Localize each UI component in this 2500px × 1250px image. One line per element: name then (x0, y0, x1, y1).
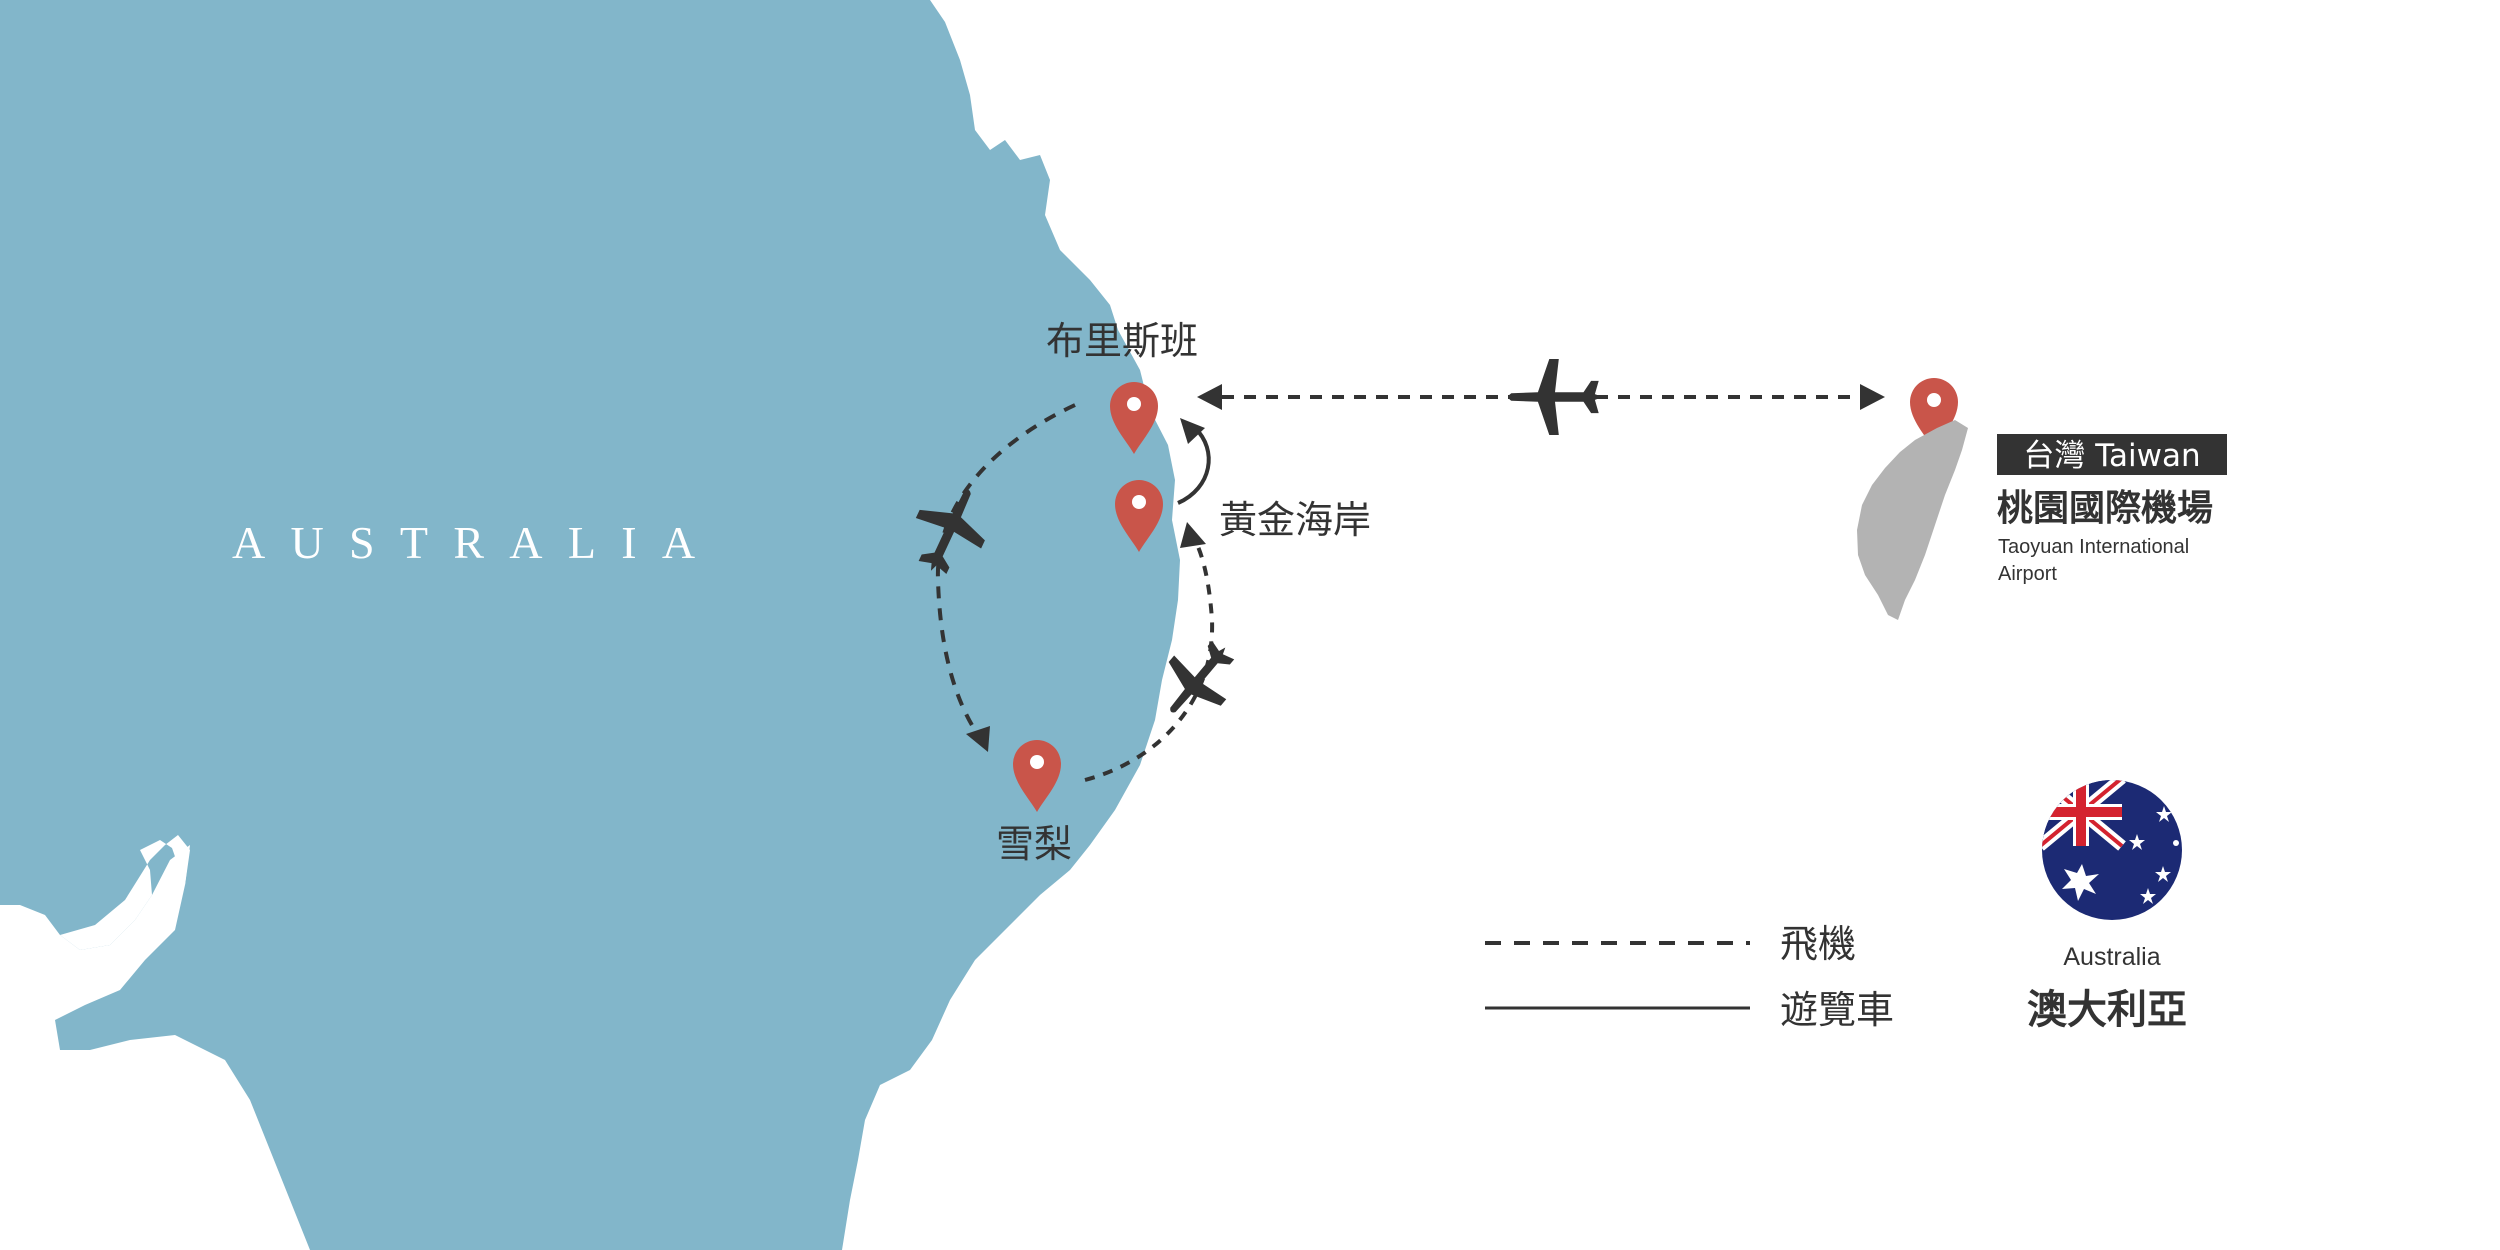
arrow-head (1860, 384, 1885, 410)
route-brisbane-sydney (935, 403, 1076, 737)
gulf-water (60, 835, 190, 950)
legend-coach-label: 遊覽車 (1780, 988, 1894, 1032)
taiwan-island (1857, 420, 1968, 620)
city-label-gold-coast: 黃金海岸 (1219, 498, 1371, 542)
airport-name-en-line1: Taoyuan International (1998, 536, 2189, 558)
arrow-head (1180, 418, 1205, 444)
taiwan-badge (1997, 434, 2227, 475)
flag-label-zh: 澳大利亞 (2027, 987, 2187, 1033)
australia-flag-icon (2042, 780, 2182, 920)
australia-landmass (0, 0, 1180, 1250)
airport-name-en-line2: Airport (1998, 563, 2057, 585)
route-goldcoast-brisbane (1177, 426, 1211, 505)
country-label: AUSTRALIA (232, 517, 720, 568)
arrow-head (966, 726, 990, 752)
arrow-head (1180, 522, 1206, 548)
flag-label-en: Australia (2063, 943, 2160, 971)
airplane-icon (1508, 359, 1603, 435)
airport-name-zh: 桃園國際機場 (1997, 488, 2213, 529)
city-label-sydney: 雪梨 (996, 822, 1072, 866)
taiwan-badge-text: 台灣 Taiwan (2023, 438, 2200, 474)
legend-flight-label: 飛機 (1780, 922, 1856, 966)
arrow-head (1197, 384, 1222, 410)
city-label-brisbane: 布里斯班 (1046, 319, 1198, 363)
